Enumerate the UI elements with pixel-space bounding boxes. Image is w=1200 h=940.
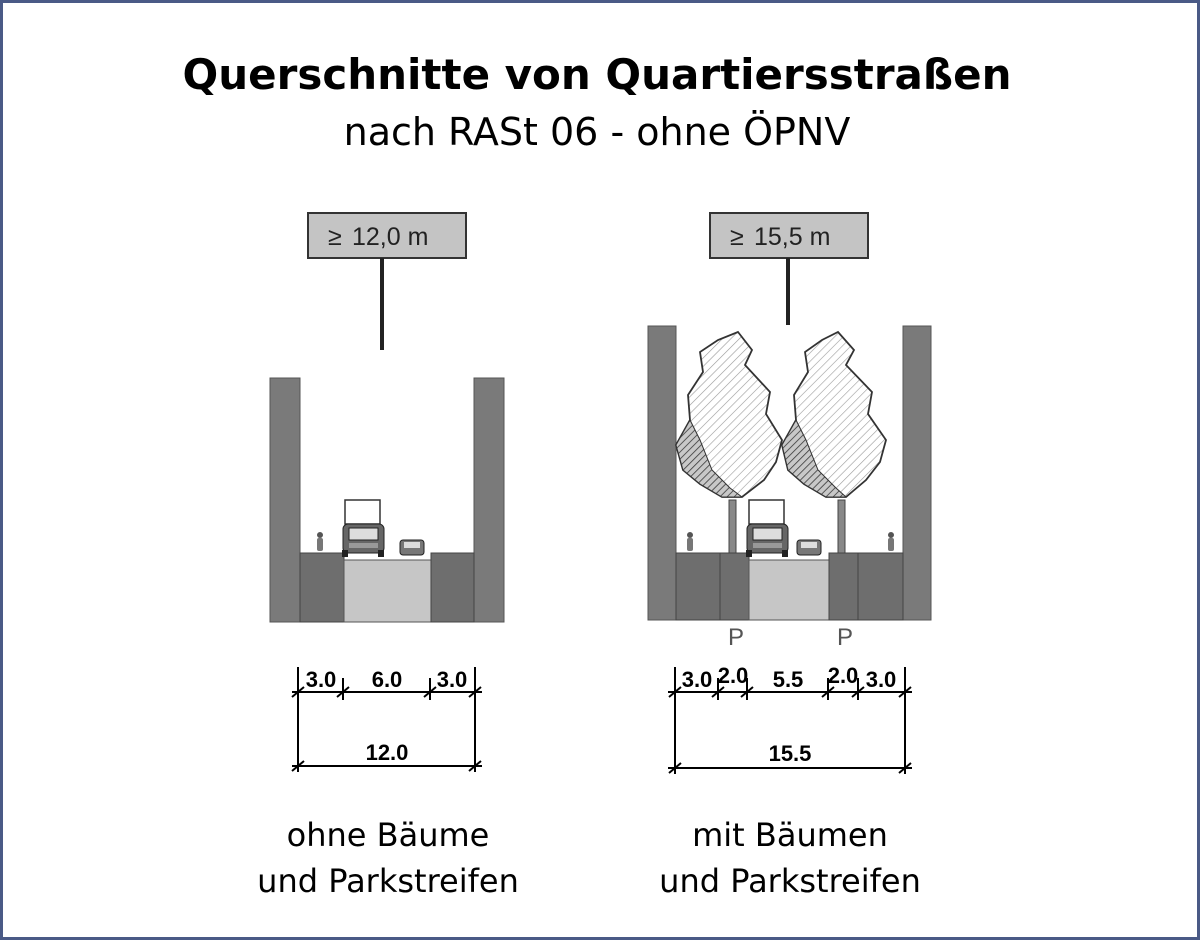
left-dim-sidewalk-left: 3.0 bbox=[306, 667, 337, 692]
right-dim-roadway: 5.5 bbox=[773, 667, 804, 692]
left-sign-symbol: ≥ bbox=[328, 223, 342, 251]
left-sidewalk-left bbox=[299, 552, 345, 623]
left-dim-total: 12.0 bbox=[366, 740, 409, 765]
pedestrian-icon-right bbox=[888, 532, 894, 551]
right-width-sign: ≥ 15,5 m bbox=[709, 212, 869, 325]
right-sign-symbol: ≥ bbox=[730, 223, 744, 251]
right-parking-left bbox=[719, 552, 750, 621]
right-sign-label: 15,5 m bbox=[754, 223, 830, 251]
right-dim-parking-right: 2.0 bbox=[828, 663, 859, 688]
right-sidewalk-left bbox=[675, 552, 721, 621]
page-title: Querschnitte von Quartiersstraßen bbox=[182, 50, 1012, 99]
page-subtitle: nach RASt 06 - ohne ÖPNV bbox=[343, 110, 851, 154]
left-roadway bbox=[343, 559, 432, 623]
left-dimension-lines bbox=[291, 667, 482, 772]
right-caption: mit Bäumen und Parkstreifen bbox=[610, 812, 970, 904]
pedestrian-icon-left bbox=[687, 532, 693, 551]
left-width-sign: ≥ 12,0 m bbox=[307, 212, 467, 350]
parking-marker-right: P bbox=[837, 624, 853, 651]
left-caption-line2: und Parkstreifen bbox=[257, 862, 519, 900]
left-sidewalk-right bbox=[430, 552, 475, 623]
pedestrian-icon bbox=[317, 532, 323, 551]
right-dim-parking-left: 2.0 bbox=[718, 663, 749, 688]
tree-icon-left bbox=[675, 330, 783, 554]
left-building-left bbox=[269, 377, 301, 623]
right-roadway bbox=[748, 559, 830, 621]
right-dim-sidewalk-left: 3.0 bbox=[682, 667, 713, 692]
tree-icon-right bbox=[781, 330, 887, 554]
right-sidewalk-right bbox=[857, 552, 904, 621]
left-dim-roadway: 6.0 bbox=[372, 667, 403, 692]
truck-icon bbox=[342, 499, 385, 557]
car-icon bbox=[796, 539, 822, 556]
left-sign-label: 12,0 m bbox=[352, 223, 428, 251]
right-caption-line1: mit Bäumen bbox=[692, 816, 888, 854]
right-dimension-lines bbox=[668, 667, 912, 774]
truck-icon bbox=[746, 499, 789, 557]
right-building-left bbox=[647, 325, 677, 621]
right-cross-section: ≥ 15,5 m bbox=[647, 212, 932, 774]
right-caption-line2: und Parkstreifen bbox=[659, 862, 921, 900]
right-dim-sidewalk-right: 3.0 bbox=[866, 667, 897, 692]
left-dim-sidewalk-right: 3.0 bbox=[437, 667, 468, 692]
left-building-right bbox=[473, 377, 505, 623]
right-building-right bbox=[902, 325, 932, 621]
left-caption-line1: ohne Bäume bbox=[286, 816, 490, 854]
car-icon bbox=[399, 539, 425, 556]
left-cross-section: ≥ 12,0 m bbox=[269, 212, 505, 772]
left-caption: ohne Bäume und Parkstreifen bbox=[208, 812, 568, 904]
right-dim-total: 15.5 bbox=[769, 741, 812, 766]
right-parking-right bbox=[828, 552, 859, 621]
parking-marker-left: P bbox=[728, 624, 744, 651]
